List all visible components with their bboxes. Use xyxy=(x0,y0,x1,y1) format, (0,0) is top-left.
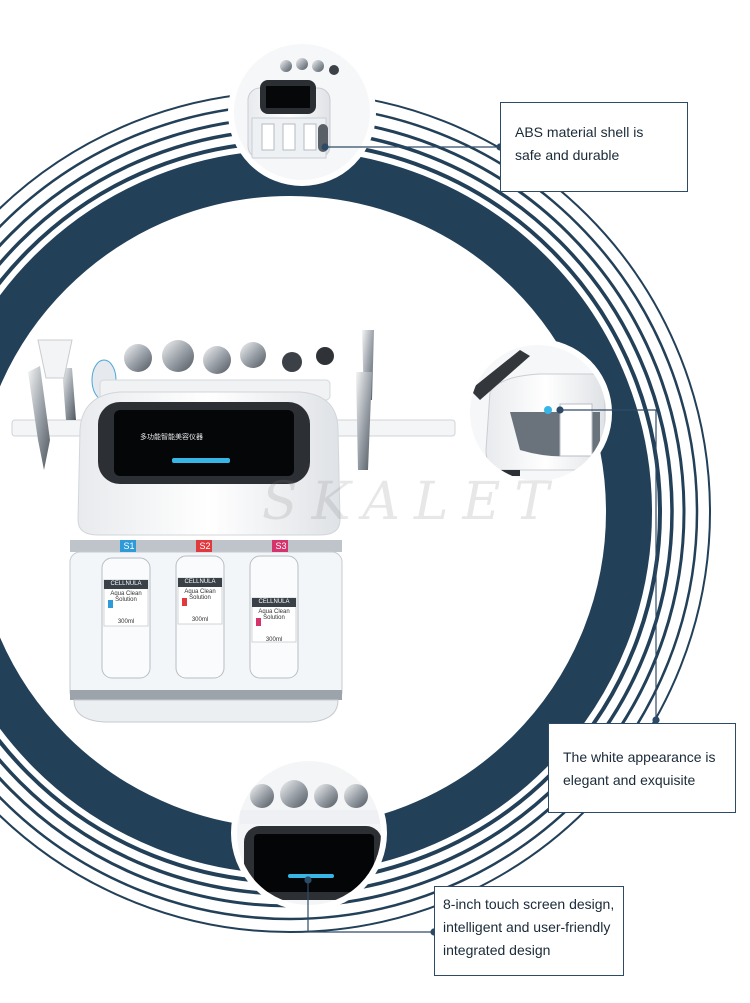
bottle-3-label: CELLNULA Aqua Clean Solution 300ml xyxy=(252,598,296,643)
callout-screen: 8-inch touch screen design, intelligent … xyxy=(434,886,624,976)
callout-appearance: The white appearance is elegant and exqu… xyxy=(548,723,736,813)
callout-appearance-line-2: elegant and exquisite xyxy=(563,772,696,788)
watermark-logo: SKALET xyxy=(262,472,564,532)
callout-screen-line-3: integrated design xyxy=(443,942,551,958)
slot-label-s2: S2 xyxy=(199,541,211,551)
bottle-3-brand: CELLNULA xyxy=(258,599,290,605)
bottle-3-product: Aqua Clean Solution xyxy=(258,609,290,621)
inset-appearance xyxy=(464,339,612,487)
handpiece-left xyxy=(28,339,76,470)
bottle-1-brand: CELLNULA xyxy=(110,581,142,587)
handpiece-right xyxy=(356,330,374,470)
bottle-1-volume: 300ml xyxy=(117,619,135,625)
bottle-1-product: Aqua Clean Solution xyxy=(110,591,142,603)
bottle-1-label: CELLNULA Aqua Clean Solution 300ml xyxy=(104,580,148,625)
callout-screen-line-2: intelligent and user-friendly xyxy=(443,919,611,935)
callout-shell-line-1: ABS material shell is xyxy=(515,124,644,140)
treatment-heads xyxy=(91,340,334,401)
callout-screen-line-1: 8-inch touch screen design, xyxy=(443,896,615,912)
bottle-2-volume: 300ml xyxy=(191,617,209,623)
slot-label-s1: S1 xyxy=(123,541,135,551)
bottle-2-brand: CELLNULA xyxy=(184,579,216,585)
inset-screen xyxy=(231,755,387,911)
slot-label-s3: S3 xyxy=(275,541,287,551)
callout-appearance-line-1: The white appearance is xyxy=(563,749,716,765)
bottle-3-volume: 300ml xyxy=(265,637,283,643)
callout-shell-line-2: safe and durable xyxy=(515,147,620,163)
bottle-2-label: CELLNULA Aqua Clean Solution 300ml xyxy=(178,578,222,623)
main-device xyxy=(11,330,456,723)
bottle-2-product: Aqua Clean Solution xyxy=(184,589,216,601)
callout-shell: ABS material shell is safe and durable xyxy=(500,102,688,192)
screen-title: 多功能智能美容仪器 xyxy=(140,434,203,441)
